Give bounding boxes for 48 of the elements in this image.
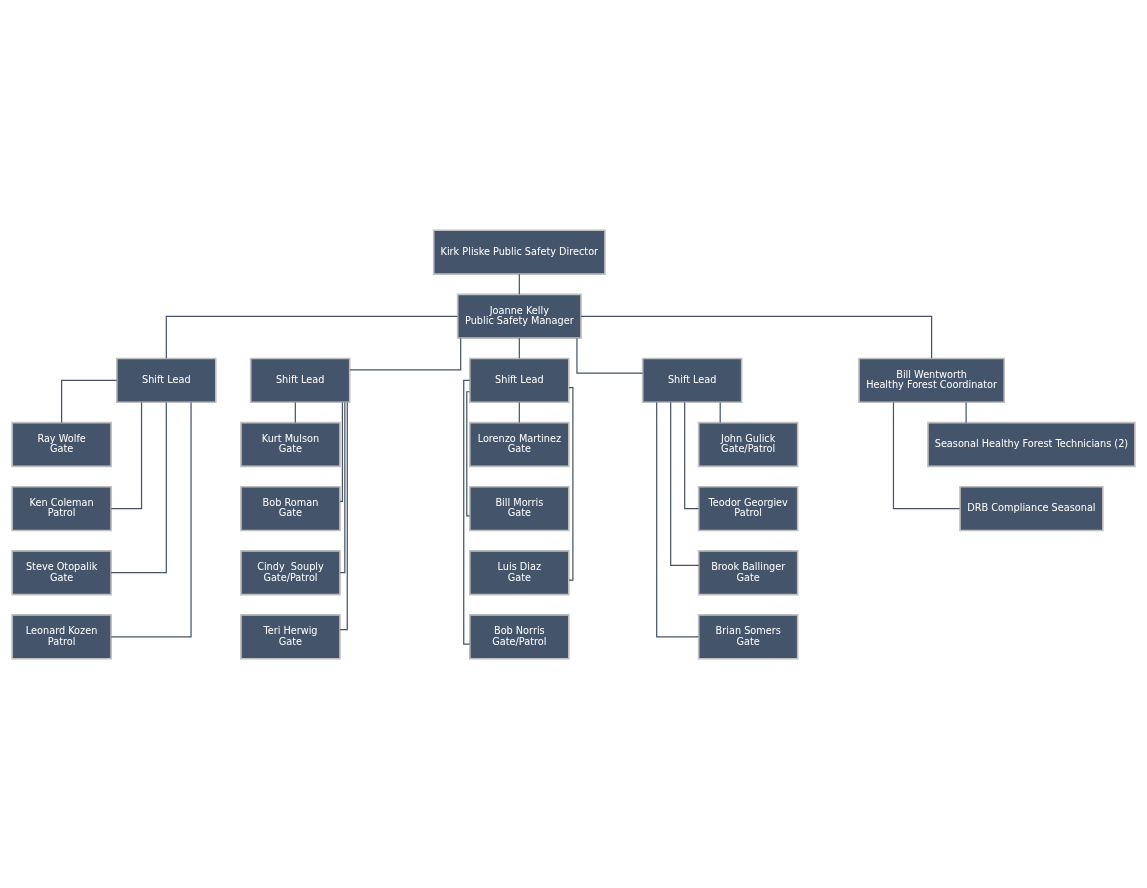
connector	[518, 337, 520, 359]
connector	[61, 379, 118, 423]
node-box: Brook Ballinger Gate	[697, 549, 799, 595]
connector	[518, 273, 520, 295]
connector	[466, 390, 471, 517]
connector	[656, 401, 700, 637]
connector	[518, 401, 520, 423]
connector	[110, 401, 192, 637]
node-box: Teri Herwig Gate	[240, 613, 341, 660]
connector	[463, 379, 471, 645]
node-box: Shift Lead	[641, 357, 743, 403]
connector	[294, 401, 296, 423]
connector	[339, 401, 346, 573]
node-box: Kirk Pliske Public Safety Director	[432, 228, 606, 275]
node-box: Seasonal Healthy Forest Technicians (2)	[927, 421, 1136, 467]
node-box: Shift Lead	[469, 357, 570, 403]
connector	[349, 337, 462, 370]
node-box: Cindy Souply Gate/Patrol	[240, 549, 341, 595]
connector	[110, 401, 167, 573]
connector	[670, 401, 700, 566]
node-box: Ken Coleman Patrol	[11, 485, 112, 531]
node-box: DRB Compliance Seasonal	[959, 485, 1104, 531]
connector	[719, 401, 721, 423]
connector	[339, 401, 344, 502]
node-box: Shift Lead	[116, 357, 217, 403]
connector	[580, 315, 933, 359]
connector	[576, 337, 644, 374]
node-box: Brian Somers Gate	[697, 613, 799, 660]
node-box: Kurt Mulson Gate	[240, 421, 341, 467]
node-box: Lorenzo Martinez Gate	[469, 421, 570, 467]
connector	[339, 401, 348, 630]
node-box: John Gulick Gate/Patrol	[697, 421, 799, 467]
connector	[568, 386, 574, 581]
connector	[965, 401, 967, 423]
node-box: Teodor Georgiev Patrol	[697, 485, 799, 531]
node-box: Steve Otopalik Gate	[11, 549, 112, 595]
connector	[110, 401, 143, 509]
node-box: Joanne Kelly Public Safety Manager	[456, 293, 582, 339]
node-box: Bill Wentworth Healthy Forest Coordinator	[858, 357, 1006, 403]
node-box: Shift Lead	[249, 357, 351, 403]
node-box: Bob Norris Gate/Patrol	[469, 613, 570, 660]
node-box: Luis Diaz Gate	[469, 549, 570, 595]
connector	[165, 315, 459, 359]
node-box: Bill Morris Gate	[469, 485, 570, 531]
connector	[892, 401, 961, 509]
node-box: Leonard Kozen Patrol	[11, 613, 112, 660]
node-box: Ray Wolfe Gate	[11, 421, 112, 467]
node-box: Bob Roman Gate	[240, 485, 341, 531]
